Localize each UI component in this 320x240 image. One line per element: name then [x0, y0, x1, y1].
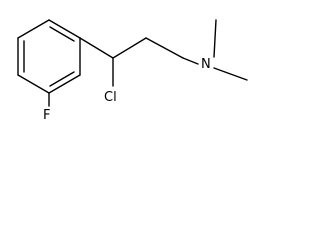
fluorine-label: F — [43, 108, 50, 123]
ring-double-bond-inner-2 — [49, 71, 75, 87]
chlorine-label: Cl — [104, 90, 117, 105]
ring-double-bond-inner-1 — [49, 26, 75, 42]
nitrogen-methyl-right-bond — [213, 67, 248, 81]
nitrogen-methyl-up-bond — [213, 19, 217, 58]
ring-to-chiral-carbon-bond — [79, 37, 114, 59]
nitrogen-label: N — [201, 57, 211, 72]
ch2-to-nitrogen-bond — [182, 57, 199, 65]
chiral-carbon-to-ch2-bond — [112, 37, 147, 59]
ring-bond-6 — [17, 19, 50, 39]
molecule-drawing: F Cl N — [17, 19, 248, 123]
ring-bond-3 — [48, 74, 81, 94]
ch2-to-ch2-bond — [145, 37, 184, 59]
benzene-ring — [17, 19, 81, 94]
ring-bond-4 — [17, 74, 50, 94]
ring-bond-1 — [48, 19, 81, 39]
chemical-structure: F Cl N — [0, 0, 249, 131]
